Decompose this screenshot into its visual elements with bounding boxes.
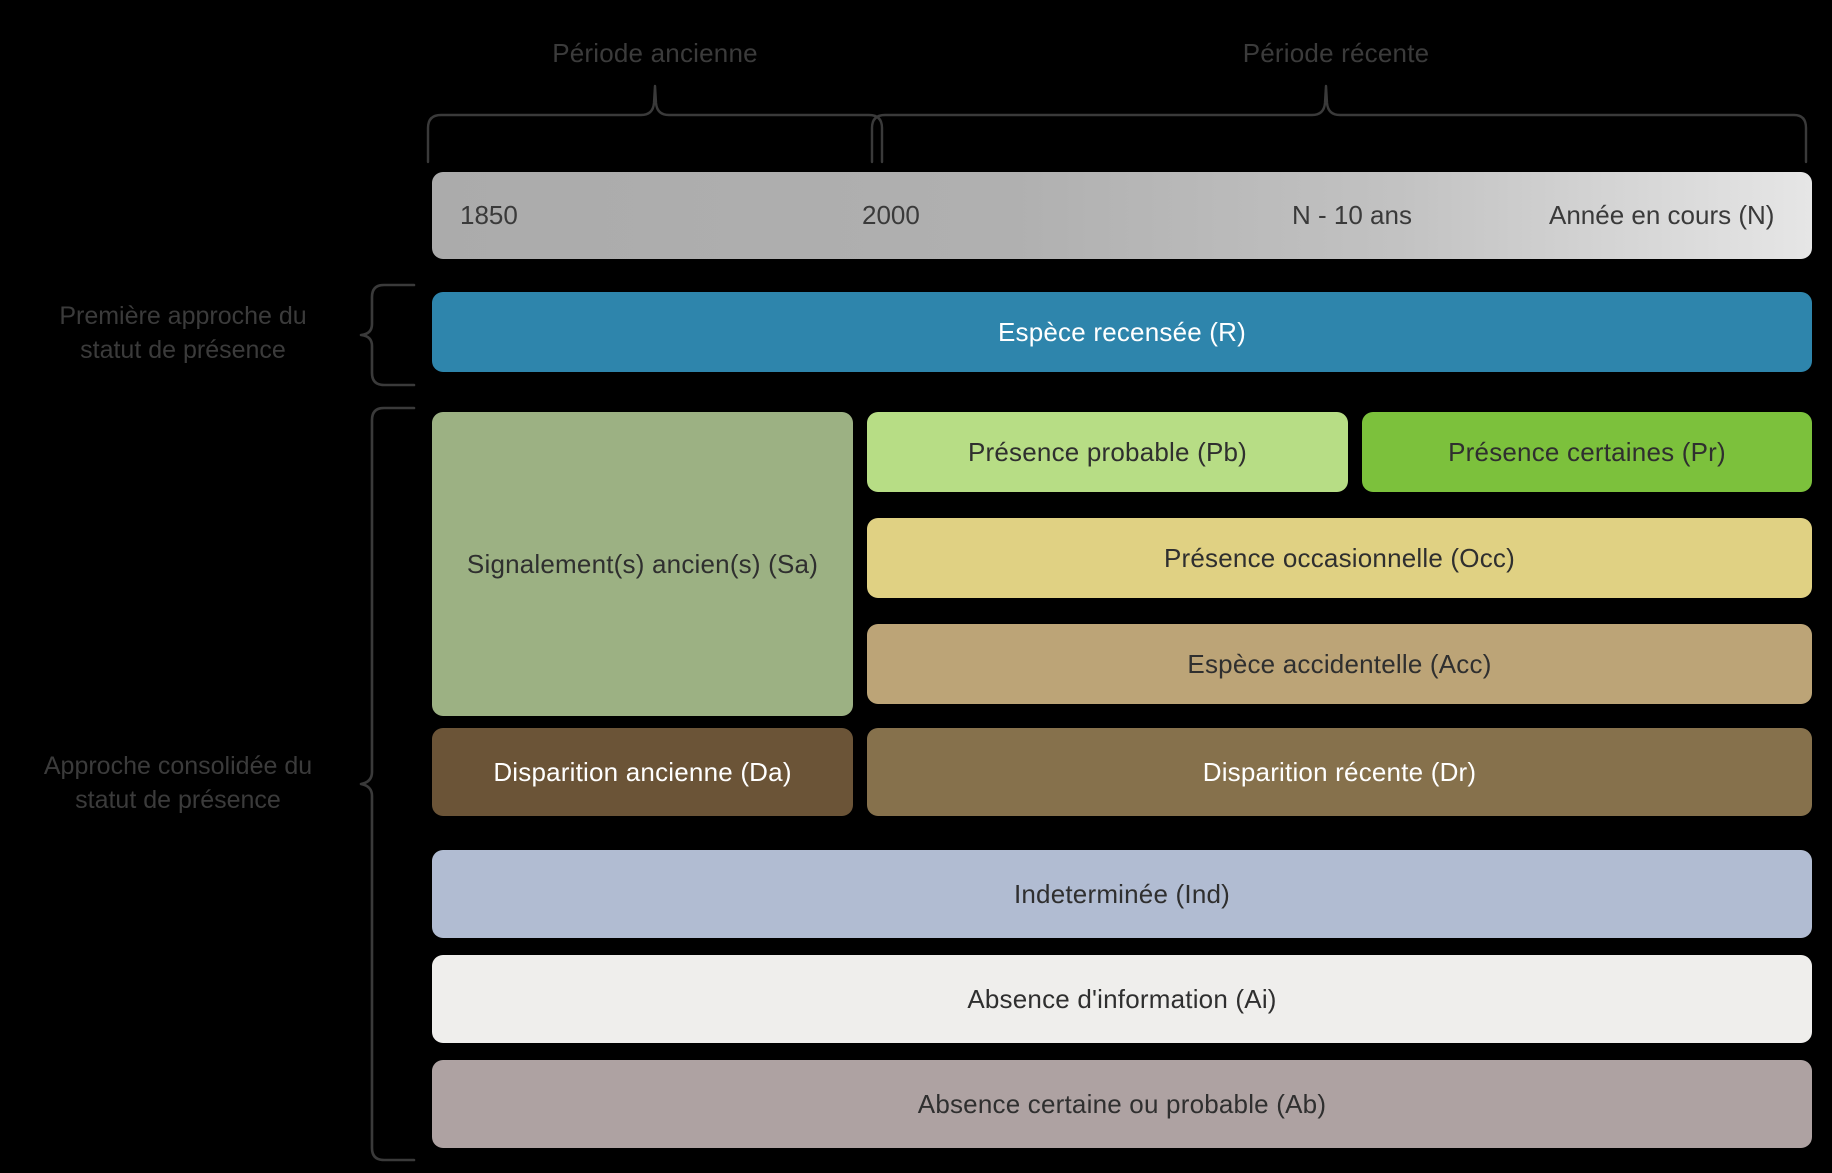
period-ancienne-label: Période ancienne xyxy=(552,38,758,68)
timeline-tick-start-year: 1850 xyxy=(460,200,518,230)
bar-presence-certaine[interactable]: Présence certaines (Pr) xyxy=(1362,412,1812,492)
bar-absence-information[interactable]: Absence d'information (Ai) xyxy=(432,955,1812,1043)
bar-indeterminee[interactable]: Indeterminée (Ind) xyxy=(432,850,1812,938)
timeline-tick-n-minus-ten: N - 10 ans xyxy=(1292,200,1412,230)
bar-espece-accidentelle[interactable]: Espèce accidentelle (Acc) xyxy=(867,624,1812,704)
bar-label-signalement-ancien: Signalement(s) ancien(s) (Sa) xyxy=(466,548,819,579)
bar-label-disparition-recente: Disparition récente (Dr) xyxy=(1202,756,1477,787)
period-ancienne-brace xyxy=(426,84,884,164)
bar-presence-probable[interactable]: Présence probable (Pb) xyxy=(867,412,1348,492)
period-recente-label: Période récente xyxy=(1242,38,1430,68)
first-approach-brace xyxy=(359,283,416,387)
bar-absence-certaine[interactable]: Absence certaine ou probable (Ab) xyxy=(432,1060,1812,1148)
consolidated-approach-brace xyxy=(359,406,416,1162)
first-approach-label: Première approche du statut de présence xyxy=(59,302,307,364)
consolidated-approach-label: Approche consolidée du statut de présenc… xyxy=(43,752,313,814)
bar-label-absence-certaine: Absence certaine ou probable (Ab) xyxy=(917,1088,1327,1119)
bar-label-presence-occasionnelle: Présence occasionnelle (Occ) xyxy=(1164,542,1515,573)
bar-label-presence-certaine: Présence certaines (Pr) xyxy=(1448,436,1726,467)
bar-label-espece-accidentelle: Espèce accidentelle (Acc) xyxy=(1187,648,1492,679)
bar-label-indeterminee: Indeterminée (Ind) xyxy=(1013,878,1231,909)
bar-label-espece-recensee: Espèce recensée (R) xyxy=(997,316,1247,347)
bar-label-absence-information: Absence d'information (Ai) xyxy=(967,983,1277,1014)
bar-label-presence-probable: Présence probable (Pb) xyxy=(968,436,1247,467)
timeline-bar: 1850 2000 N - 10 ans Année en cours (N) xyxy=(432,172,1812,259)
bar-disparition-recente[interactable]: Disparition récente (Dr) xyxy=(867,728,1812,816)
bar-presence-occasionnelle[interactable]: Présence occasionnelle (Occ) xyxy=(867,518,1812,598)
bar-disparition-ancienne[interactable]: Disparition ancienne (Da) xyxy=(432,728,853,816)
bar-espece-recensee[interactable]: Espèce recensée (R) xyxy=(432,292,1812,372)
bar-label-disparition-ancienne: Disparition ancienne (Da) xyxy=(493,756,792,787)
timeline-tick-mid-year: 2000 xyxy=(862,200,920,230)
bar-signalement-ancien[interactable]: Signalement(s) ancien(s) (Sa) xyxy=(432,412,853,716)
period-recente-brace xyxy=(870,84,1808,164)
timeline-tick-current-year: Année en cours (N) xyxy=(1549,200,1775,230)
